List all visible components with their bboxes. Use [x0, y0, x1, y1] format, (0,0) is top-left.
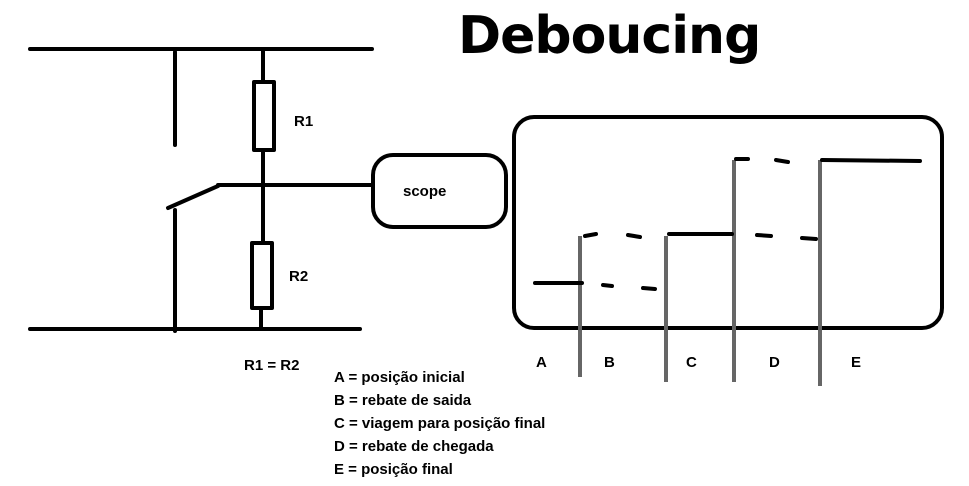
- legend-item-e: E = posição final: [334, 461, 453, 478]
- bounce-dash-b4: [641, 286, 657, 291]
- legend-item-d: D = rebate de chegada: [334, 438, 494, 455]
- bounce-dash-b3: [601, 283, 614, 288]
- switch-blade: [166, 184, 220, 210]
- circuit: [28, 47, 508, 333]
- phase-label-d: D: [769, 354, 780, 371]
- r2-resistor: [250, 241, 274, 310]
- phase-label-b: B: [604, 354, 615, 371]
- bounce-dash-d2: [774, 158, 790, 164]
- signal-final-high: [820, 158, 922, 163]
- scope-box: [371, 153, 508, 229]
- legend: A = posição inicial B = rebate de saida …: [334, 369, 545, 484]
- waveform-frame: [512, 115, 944, 330]
- phase-label-a: A: [536, 354, 547, 371]
- r2-label: R2: [289, 268, 309, 285]
- resistor-equation: R1 = R2: [244, 357, 300, 374]
- r1-label: R1: [294, 113, 314, 130]
- bounce-dash-d3: [755, 233, 773, 238]
- legend-item-b: B = rebate de saida: [334, 392, 472, 409]
- phase-label-c: C: [686, 354, 697, 371]
- diagram-title: Deboucing: [458, 6, 761, 66]
- scope-label: scope: [403, 183, 447, 200]
- legend-item-c: C = viagem para posição final: [334, 415, 546, 432]
- bounce-dash-d4: [800, 236, 818, 241]
- bounce-dash-b2: [626, 233, 642, 239]
- r1-resistor: [252, 80, 276, 152]
- legend-item-a: A = posição inicial: [334, 369, 465, 386]
- waveform-panel: [512, 115, 944, 386]
- bounce-dash-b1: [583, 232, 598, 238]
- phase-label-e: E: [851, 354, 862, 371]
